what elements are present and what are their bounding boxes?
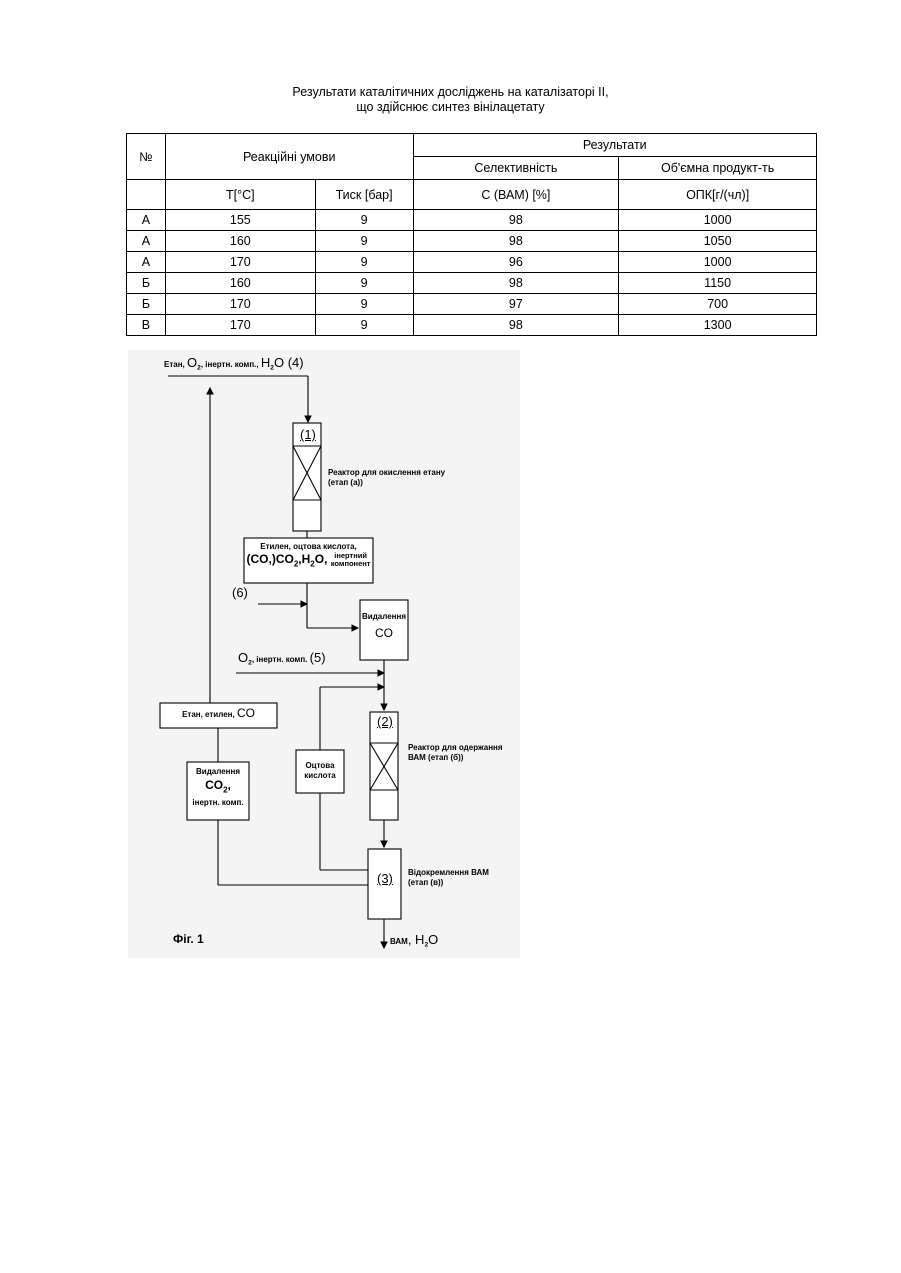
output-o: O (428, 932, 438, 947)
table-row: Б 160 9 98 1150 (127, 273, 817, 294)
header-volume-productivity: Об'ємна продукт-ть (619, 157, 817, 180)
cell-selectivity: 97 (413, 294, 619, 315)
reactor2-label: Реактор для одержання ВАМ (етап (б)) (408, 743, 503, 762)
cell-pressure: 9 (315, 315, 413, 336)
cell-no: Б (127, 273, 166, 294)
cell-selectivity: 98 (413, 210, 619, 231)
cell-no: А (127, 252, 166, 273)
output-h: , H (408, 932, 425, 947)
feed-label-inert: , інертн. комп., (201, 360, 259, 369)
table-row: Б 170 9 97 700 (127, 294, 817, 315)
co2-removal-comma: , (228, 778, 231, 792)
stream5-label: O2, інертн. комп. (5) (238, 653, 326, 668)
table-row: А 155 9 98 1000 (127, 210, 817, 231)
separator-number: (3) (377, 874, 393, 884)
cell-pressure: 9 (315, 294, 413, 315)
cell-temp: 170 (165, 294, 315, 315)
table-title-line2: що здійснює синтез вінілацетату (0, 100, 901, 115)
reactor2-label-line2: ВАМ (етап (б)) (408, 753, 503, 763)
separator-label-line1: Відокремлення ВАМ (408, 868, 489, 878)
recycle-ethane-ethylene: Етан, етилен, (182, 710, 235, 719)
separator-label-line2: (етап (в)) (408, 878, 489, 888)
feed-label: Етан, O2, інертн. комп., H2O (4) (164, 358, 304, 373)
co2-removal-line1: Видалення (187, 767, 249, 777)
co2-removal-co: CO (205, 778, 223, 792)
stream5-number: (5) (310, 650, 326, 665)
table-title-line1: Результати каталітичних досліджень на ка… (0, 85, 901, 100)
cell-temp: 155 (165, 210, 315, 231)
acetic-line1: Оцтова (296, 761, 344, 771)
cell-no: В (127, 315, 166, 336)
header-pressure: Тиск [бар] (315, 180, 413, 210)
feed-label-o: O (187, 355, 197, 370)
results-table: № Реакційні умови Результати Селективніс… (126, 133, 817, 336)
acetic-acid-text: Оцтова кислота (296, 761, 344, 781)
cell-productivity: 1150 (619, 273, 817, 294)
table-row: А 160 9 98 1050 (127, 231, 817, 252)
header-selectivity: Селективність (413, 157, 619, 180)
separator-label: Відокремлення ВАМ (етап (в)) (408, 868, 489, 887)
reactor1-label: Реактор для окислення етану (етап (а)) (328, 468, 445, 487)
output-label: ВАМ, H2O (390, 935, 438, 950)
cell-no: Б (127, 294, 166, 315)
feed-label-o4: O (4) (274, 355, 304, 370)
header-opk-unit: ОПК[г/(чл)] (619, 180, 817, 210)
reactor1-label-line1: Реактор для окислення етану (328, 468, 445, 478)
stream5-o: O (238, 650, 248, 665)
table-row: В 170 9 98 1300 (127, 315, 817, 336)
header-temp: T[°C] (165, 180, 315, 210)
acetic-line2: кислота (296, 771, 344, 781)
cell-pressure: 9 (315, 273, 413, 294)
header-no: № (127, 134, 166, 180)
cell-temp: 160 (165, 273, 315, 294)
cell-temp: 170 (165, 252, 315, 273)
cell-productivity: 1000 (619, 252, 817, 273)
header-results: Результати (413, 134, 816, 157)
co-removal-line1: Видалення (360, 612, 408, 622)
process-flow-diagram: Етан, O2, інертн. комп., H2O (4) (1) Реа… (128, 350, 520, 958)
cell-temp: 160 (165, 231, 315, 252)
header-reaction-conditions: Реакційні умови (165, 134, 413, 180)
products-h: ,H (298, 552, 310, 566)
products-box-text: Етилен, оцтова кислота, (CO,)CO2,H2O, ін… (244, 542, 373, 572)
cell-productivity: 700 (619, 294, 817, 315)
co-removal-line2: CO (360, 628, 408, 638)
table-title: Результати каталітичних досліджень на ка… (0, 85, 901, 115)
header-sel-unit: С (ВАМ) [%] (413, 180, 619, 210)
cell-pressure: 9 (315, 252, 413, 273)
feed-label-ethane: Етан, (164, 360, 185, 369)
cell-selectivity: 98 (413, 315, 619, 336)
recycle-co: CO (237, 706, 255, 720)
figure-label: Фіг. 1 (173, 932, 204, 946)
cell-selectivity: 96 (413, 252, 619, 273)
cell-productivity: 1000 (619, 210, 817, 231)
products-co: (CO,)CO (247, 552, 294, 566)
recycle-box-text: Етан, етилен, CO (160, 708, 277, 720)
cell-temp: 170 (165, 315, 315, 336)
co2-removal-line3: інертн. комп. (187, 798, 249, 808)
cell-selectivity: 98 (413, 273, 619, 294)
stream6-label: (6) (232, 588, 248, 598)
reactor1-number: (1) (300, 430, 316, 440)
stream5-inert: , інертн. комп. (252, 655, 308, 664)
reactor1-label-line2: (етап (а)) (328, 478, 445, 488)
header-no-blank (127, 180, 166, 210)
co2-removal-text: Видалення CO2, інертн. комп. (187, 767, 249, 808)
output-vam: ВАМ (390, 937, 408, 946)
cell-no: А (127, 210, 166, 231)
reactor2-number: (2) (377, 717, 393, 727)
cell-no: А (127, 231, 166, 252)
reactor2-label-line1: Реактор для одержання (408, 743, 503, 753)
cell-selectivity: 98 (413, 231, 619, 252)
products-component: компонент (331, 560, 371, 568)
table-row: А 170 9 96 1000 (127, 252, 817, 273)
feed-label-h: H (261, 355, 270, 370)
cell-pressure: 9 (315, 210, 413, 231)
cell-pressure: 9 (315, 231, 413, 252)
products-o: O, (315, 552, 328, 566)
cell-productivity: 1050 (619, 231, 817, 252)
co-removal-text: Видалення CO (360, 612, 408, 638)
cell-productivity: 1300 (619, 315, 817, 336)
